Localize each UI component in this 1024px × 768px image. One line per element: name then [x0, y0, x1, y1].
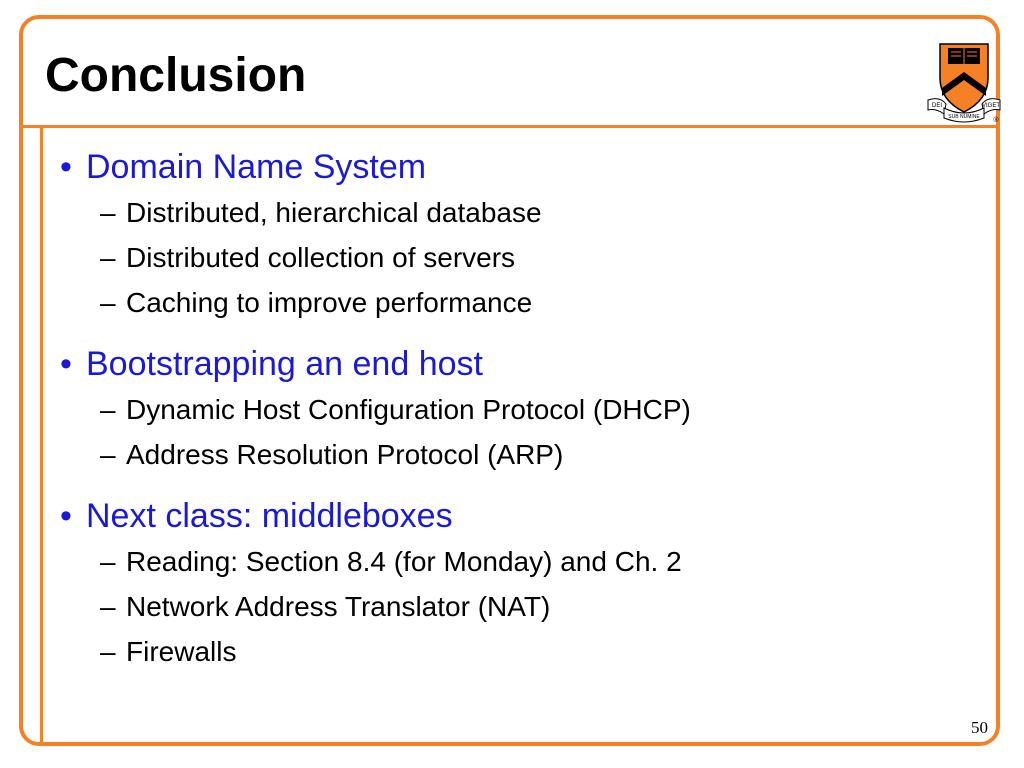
- bullet-section: • Domain Name System –Distributed, hiera…: [60, 146, 980, 325]
- sub-bullet-text: Caching to improve performance: [126, 287, 533, 318]
- sub-bullet-text: Dynamic Host Configuration Protocol (DHC…: [126, 394, 691, 425]
- logo-text-center: SUB NUMINE: [948, 114, 980, 120]
- sub-bullet-item: –Network Address Translator (NAT): [60, 584, 980, 629]
- bullet-text: Bootstrapping an end host: [86, 345, 483, 383]
- sub-bullet-text: Network Address Translator (NAT): [126, 591, 551, 622]
- sub-bullet-text: Distributed, hierarchical database: [126, 197, 542, 228]
- sub-bullet-text: Reading: Section 8.4 (for Monday) and Ch…: [126, 546, 682, 577]
- slide-content: • Domain Name System –Distributed, hiera…: [60, 146, 980, 692]
- sub-bullet-text: Address Resolution Protocol (ARP): [126, 439, 564, 470]
- sub-bullet-item: –Dynamic Host Configuration Protocol (DH…: [60, 387, 980, 432]
- bullet-dot-icon: •: [60, 497, 72, 535]
- sub-bullet-item: –Distributed, hierarchical database: [60, 190, 980, 235]
- dash-icon: –: [100, 287, 116, 318]
- logo-text-right: VIGET: [982, 103, 1000, 109]
- bullet-text: Domain Name System: [86, 148, 427, 186]
- bullet-item: • Next class: middleboxes: [60, 495, 980, 537]
- sub-bullet-list: –Distributed, hierarchical database –Dis…: [60, 190, 980, 325]
- bullet-dot-icon: •: [60, 345, 72, 383]
- sub-bullet-item: –Reading: Section 8.4 (for Monday) and C…: [60, 539, 980, 584]
- dash-icon: –: [100, 394, 116, 425]
- bullet-item: • Domain Name System: [60, 146, 980, 188]
- dash-icon: –: [100, 242, 116, 273]
- sub-bullet-list: –Reading: Section 8.4 (for Monday) and C…: [60, 539, 980, 674]
- slide-title: Conclusion: [45, 49, 307, 102]
- sub-bullet-list: –Dynamic Host Configuration Protocol (DH…: [60, 387, 980, 477]
- bullet-dot-icon: •: [60, 148, 72, 186]
- bullet-text: Next class: middleboxes: [86, 497, 453, 535]
- dash-icon: –: [100, 591, 116, 622]
- bullet-section: • Next class: middleboxes –Reading: Sect…: [60, 495, 980, 674]
- page-number: 50: [971, 718, 988, 737]
- dash-icon: –: [100, 197, 116, 228]
- sub-bullet-item: –Firewalls: [60, 629, 980, 674]
- sub-bullet-item: –Caching to improve performance: [60, 280, 980, 325]
- sub-bullet-text: Distributed collection of servers: [126, 242, 516, 273]
- slide-frame: [19, 15, 1000, 746]
- princeton-shield-logo-icon: DEI SUB NUMINE VIGET ®: [927, 43, 1001, 124]
- sub-bullet-text: Firewalls: [126, 636, 237, 667]
- title-divider: [21, 125, 999, 128]
- logo-text-left: DEI: [932, 103, 942, 109]
- logo-registered-mark: ®: [993, 116, 999, 124]
- bullet-item: • Bootstrapping an end host: [60, 343, 980, 385]
- dash-icon: –: [100, 546, 116, 577]
- dash-icon: –: [100, 439, 116, 470]
- left-margin-rule: [40, 125, 43, 744]
- dash-icon: –: [100, 636, 116, 667]
- sub-bullet-item: –Distributed collection of servers: [60, 235, 980, 280]
- bullet-section: • Bootstrapping an end host –Dynamic Hos…: [60, 343, 980, 477]
- sub-bullet-item: –Address Resolution Protocol (ARP): [60, 432, 980, 477]
